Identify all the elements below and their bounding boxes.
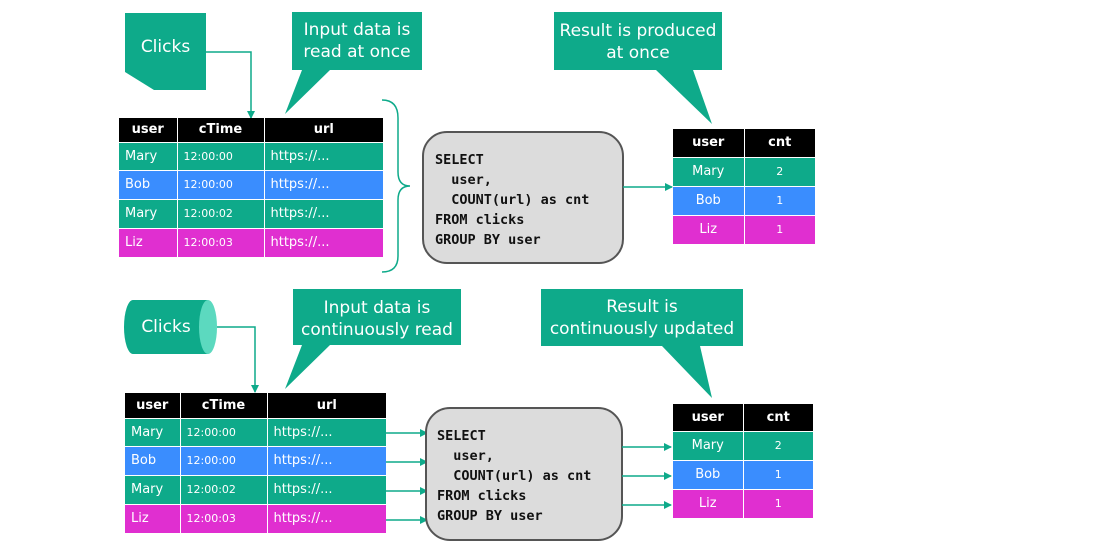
user-cell: Mary (673, 156, 745, 186)
url-cell: https://... (267, 417, 386, 446)
stream-result-table: user cnt Mary 2 Bob 1 Liz 1 (673, 404, 813, 518)
table-row: Liz 12:00:03 https://... (125, 503, 386, 533)
column-header: user (125, 393, 181, 418)
stream-input-callout-shape (285, 289, 461, 389)
stream-input-table: user cTime url Mary 12:00:00 https://...… (125, 393, 386, 533)
column-header: user (673, 404, 744, 431)
user-cell: Bob (673, 185, 745, 215)
table-row: Mary 12:00:00 https://... (125, 417, 386, 446)
table-row: Liz 1 (673, 214, 815, 244)
stream-query-box (425, 407, 623, 541)
batch-input-callout-shape (285, 12, 422, 114)
count-cell: 1 (744, 214, 815, 244)
column-header: user (673, 129, 745, 157)
ctime-cell: 12:00:03 (180, 503, 268, 533)
table-row: Mary 12:00:02 https://... (119, 198, 383, 228)
column-header: url (267, 393, 386, 418)
table-row: Mary 2 (673, 430, 813, 460)
column-header: cnt (744, 129, 815, 157)
url-cell: https://... (264, 198, 383, 228)
batch-result-callout-text: Result is produced at once (559, 21, 717, 63)
batch-source-document-shape (125, 13, 206, 90)
stream-input-callout-text: Input data is continuously read (301, 298, 453, 340)
stream-sql-query: SELECT user, COUNT(url) as cnt FROM clic… (437, 428, 592, 524)
table-row: Mary 2 (673, 156, 815, 186)
table-row: Liz 12:00:03 https://... (119, 227, 383, 257)
batch-input-callout-text: Input data is read at once (303, 20, 411, 62)
batch-source-label: Clicks (140, 37, 191, 57)
table-row: Bob 1 (673, 185, 815, 215)
column-header: cTime (180, 393, 268, 418)
user-cell: Liz (673, 214, 745, 244)
ctime-cell: 12:00:02 (180, 474, 268, 504)
batch-sql-query: SELECT user, COUNT(url) as cnt FROM clic… (435, 152, 590, 248)
stream-source-label: Clicks (141, 317, 191, 337)
batch-source-arrow (206, 51, 255, 119)
table-row: Liz 1 (673, 488, 813, 518)
ctime-cell: 12:00:02 (177, 198, 265, 228)
user-cell: Mary (119, 198, 178, 228)
count-cell: 1 (743, 488, 813, 518)
user-cell: Liz (673, 488, 744, 518)
stream-result-callout-shape (541, 289, 743, 398)
column-header: url (264, 118, 383, 142)
batch-input-table: user cTime url Mary 12:00:00 https://...… (119, 118, 383, 257)
ctime-cell: 12:00:00 (177, 141, 265, 170)
url-cell: https://... (264, 227, 383, 257)
ctime-cell: 12:00:00 (177, 169, 265, 199)
batch-query-box (422, 131, 624, 264)
count-cell: 2 (743, 430, 813, 460)
table-row: Bob 12:00:00 https://... (125, 445, 386, 475)
stream-result-callout-text: Result is continuously updated (549, 297, 735, 339)
user-cell: Mary (125, 474, 181, 504)
user-cell: Liz (119, 227, 178, 257)
count-cell: 1 (744, 185, 815, 215)
count-cell: 1 (743, 459, 813, 489)
batch-result-table: user cnt Mary 2 Bob 1 Liz 1 (673, 129, 815, 244)
column-header: cTime (177, 118, 265, 142)
user-cell: Mary (119, 141, 178, 170)
table-row: Bob 12:00:00 https://... (119, 169, 383, 199)
url-cell: https://... (267, 503, 386, 533)
user-cell: Liz (125, 503, 181, 533)
user-cell: Bob (673, 459, 744, 489)
table-row: Mary 12:00:00 https://... (119, 141, 383, 170)
stream-source-arrow (217, 326, 259, 393)
table-row: Mary 12:00:02 https://... (125, 474, 386, 504)
user-cell: Bob (125, 445, 181, 475)
batch-brace (381, 99, 411, 273)
column-header: cnt (743, 404, 813, 431)
ctime-cell: 12:00:00 (180, 417, 268, 446)
stream-source-cylinder-shape (124, 300, 217, 354)
table-row: Bob 1 (673, 459, 813, 489)
user-cell: Mary (673, 430, 744, 460)
user-cell: Mary (125, 417, 181, 446)
url-cell: https://... (267, 474, 386, 504)
count-cell: 2 (744, 156, 815, 186)
url-cell: https://... (264, 169, 383, 199)
url-cell: https://... (267, 445, 386, 475)
ctime-cell: 12:00:00 (180, 445, 268, 475)
user-cell: Bob (119, 169, 178, 199)
ctime-cell: 12:00:03 (177, 227, 265, 257)
batch-result-callout-shape (554, 12, 722, 124)
column-header: user (119, 118, 178, 142)
url-cell: https://... (264, 141, 383, 170)
